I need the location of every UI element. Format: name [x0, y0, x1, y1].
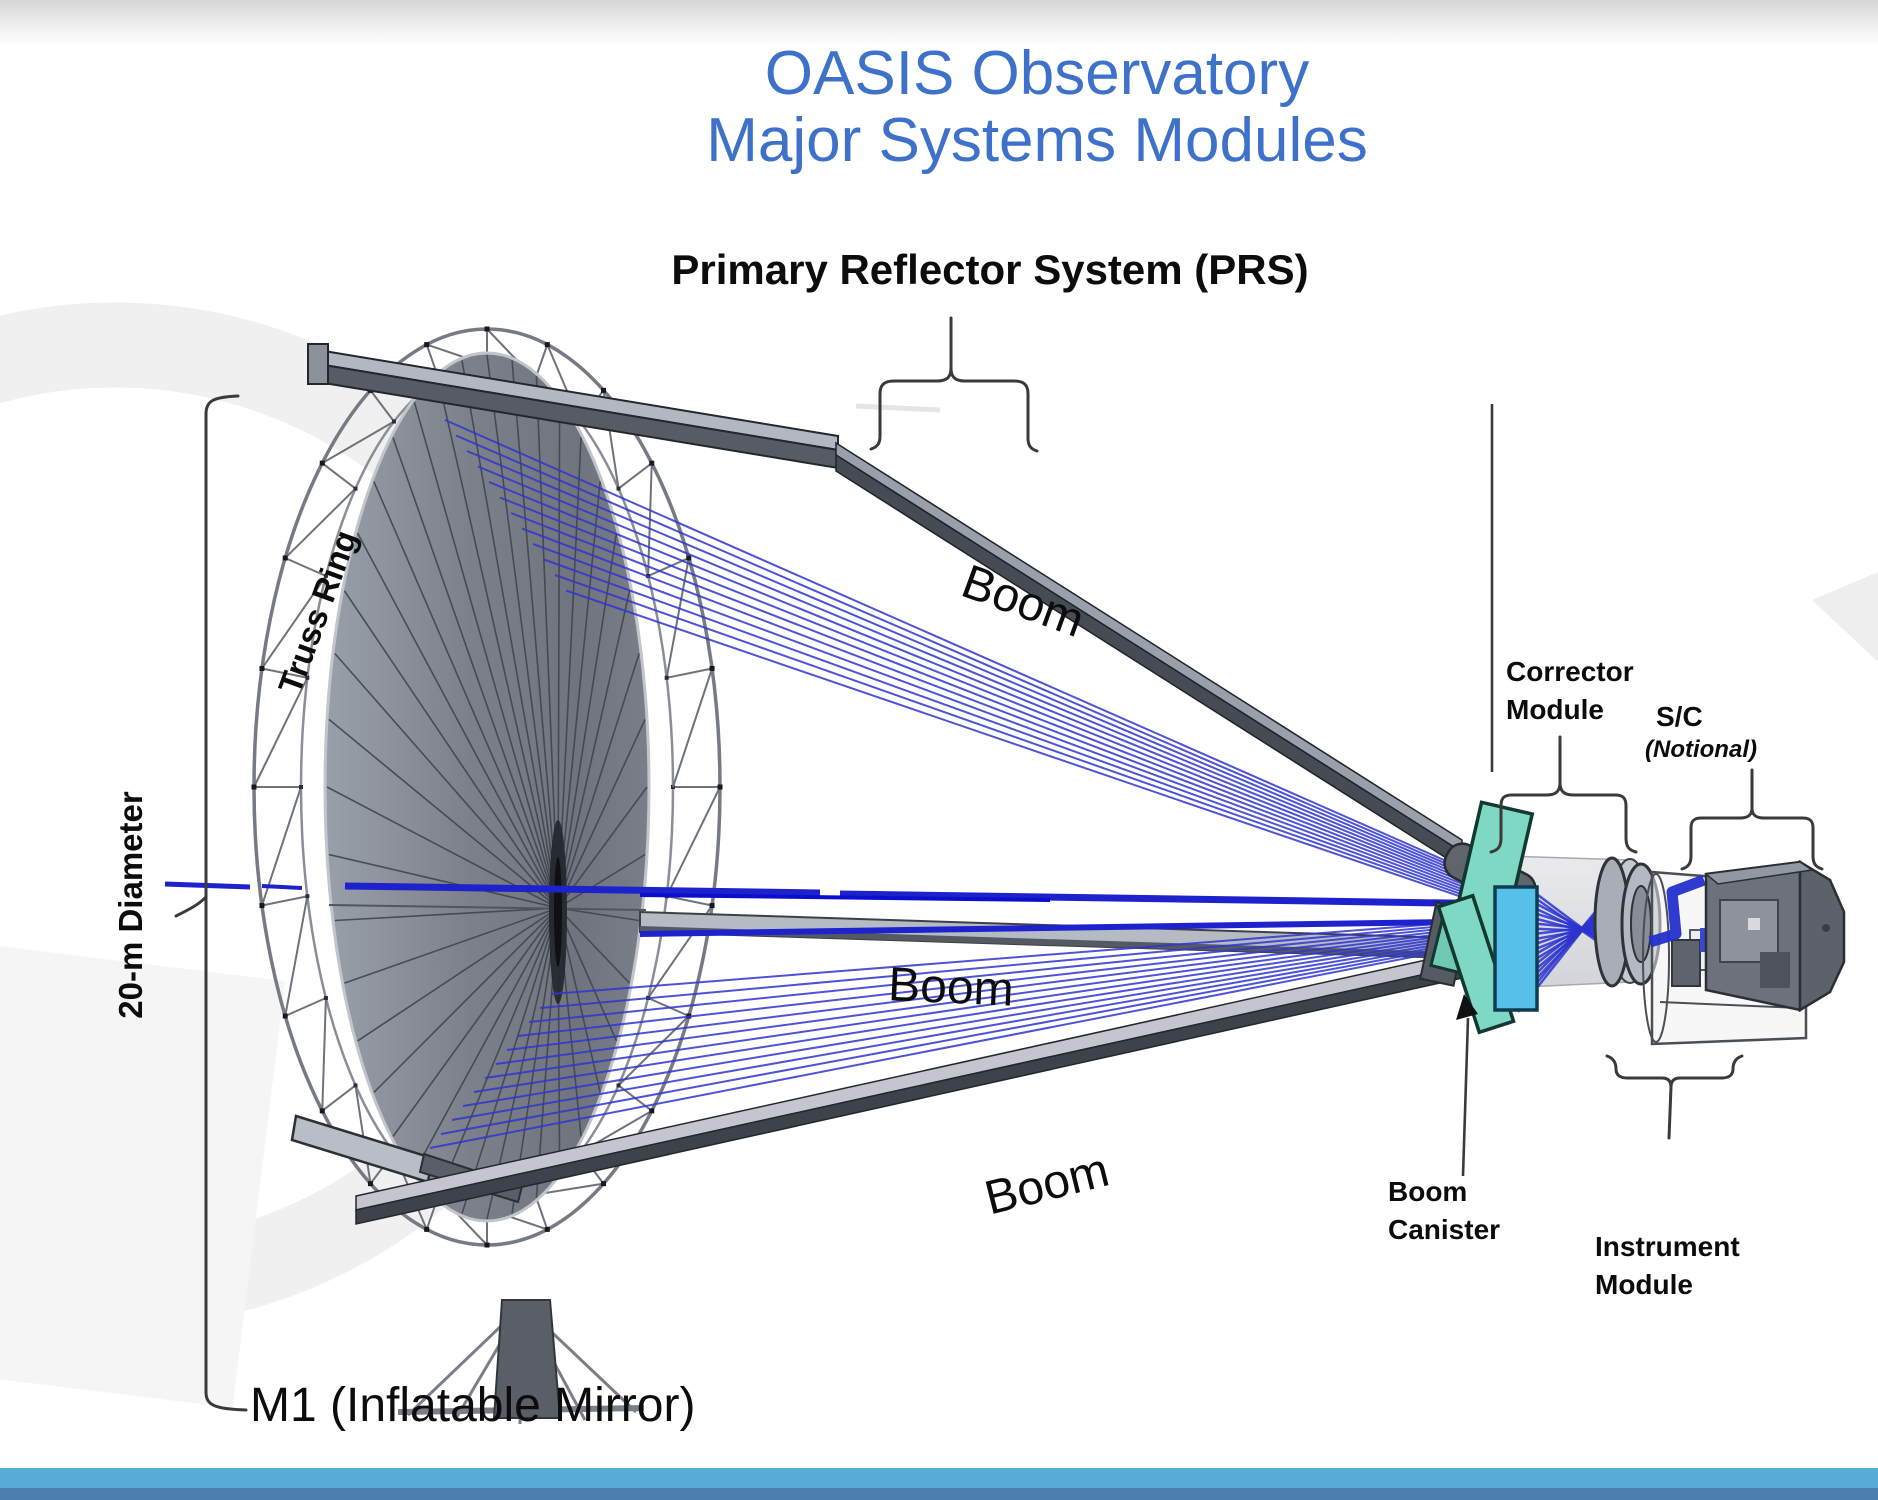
prs-brace-left	[869, 316, 953, 451]
top-boom-root	[307, 343, 839, 470]
corrector-panel	[1493, 885, 1539, 1012]
bottom-truss-platform	[397, 1299, 645, 1425]
label-boom-middle: Boom	[887, 958, 1015, 1017]
primary-mirror-dish	[323, 351, 651, 1223]
sc-brace-right	[1750, 806, 1824, 871]
light-rays-axial	[164, 881, 1517, 937]
label-prs: Primary Reflector System (PRS)	[671, 246, 1309, 293]
prs-brace-right	[949, 366, 1039, 453]
corrector-line-2: Module	[1506, 694, 1604, 725]
canister-leader-line	[1461, 1017, 1470, 1177]
light-rays-lower	[429, 917, 1511, 1149]
corrector-mirrors	[1429, 800, 1539, 1035]
top-gradient	[0, 0, 1878, 48]
instrument-brace-left	[1605, 1054, 1673, 1140]
canister-arrowhead-icon	[1456, 994, 1478, 1020]
title-line-2: Major Systems Modules	[706, 106, 1368, 175]
corrector-brace-right	[1558, 781, 1638, 854]
canister-line-2: Canister	[1388, 1214, 1501, 1245]
instrument-line-2: Module	[1595, 1269, 1693, 1300]
label-spacecraft-notional: (Notional)	[1645, 736, 1757, 763]
sc-brace-left	[1680, 768, 1754, 871]
label-20m-diameter: 20-m Diameter	[112, 791, 149, 1019]
diameter-bracket-tick	[174, 895, 208, 918]
footer-bar-light	[0, 1468, 1878, 1488]
canister-line-1: Boom	[1388, 1176, 1468, 1207]
corrector-flange-rings	[1593, 856, 1662, 988]
label-boom-canister: Boom Canister	[1388, 1173, 1500, 1249]
corrector-brace-left	[1489, 735, 1562, 854]
corrector-line-1: Corrector	[1506, 656, 1634, 687]
light-rays-upper	[444, 419, 1513, 916]
diameter-bracket	[204, 394, 248, 1412]
instrument-brace-right	[1669, 1054, 1744, 1089]
footer-bar-dark	[0, 1488, 1878, 1500]
label-instrument-module: Instrument Module	[1595, 1228, 1740, 1304]
label-spacecraft: S/C	[1656, 701, 1703, 732]
title-line-1: OASIS Observatory	[764, 39, 1310, 108]
page-title: OASIS Observatory Major Systems Modules	[487, 40, 1587, 174]
label-m1-mirror: M1 (Inflatable Mirror)	[250, 1379, 696, 1432]
label-corrector-module: Corrector Module	[1506, 653, 1634, 729]
annotation-braces	[174, 316, 1824, 1412]
instrument-line-1: Instrument	[1595, 1231, 1740, 1262]
spacecraft-graphic	[1704, 859, 1846, 1013]
